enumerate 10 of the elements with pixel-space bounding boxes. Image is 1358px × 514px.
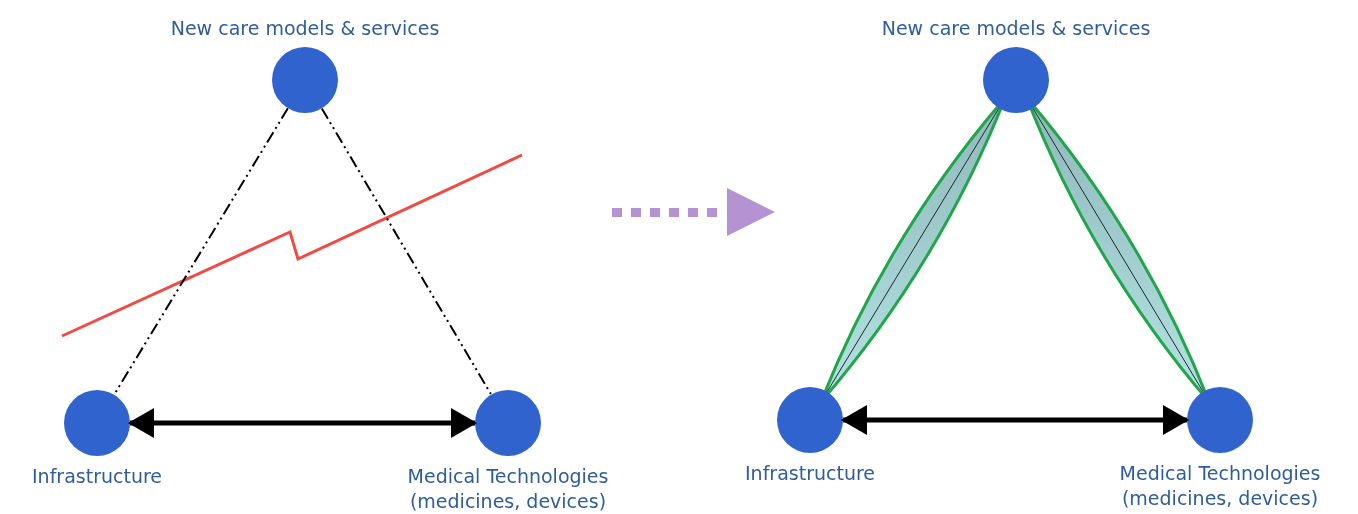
node-label: Infrastructure: [32, 464, 162, 489]
node-label: Medical Technologies (medicines, devices): [406, 464, 610, 514]
dash-dot-line: [113, 107, 289, 396]
node-label: New care models & services: [170, 16, 440, 41]
dash-dot-line: [320, 107, 493, 396]
double-arrow: [128, 408, 477, 438]
node-label: New care models & services: [881, 16, 1151, 41]
node-label: Infrastructure: [745, 461, 875, 486]
double-arrow: [841, 405, 1189, 435]
node-label: Medical Technologies (medicines, devices): [1118, 461, 1322, 511]
